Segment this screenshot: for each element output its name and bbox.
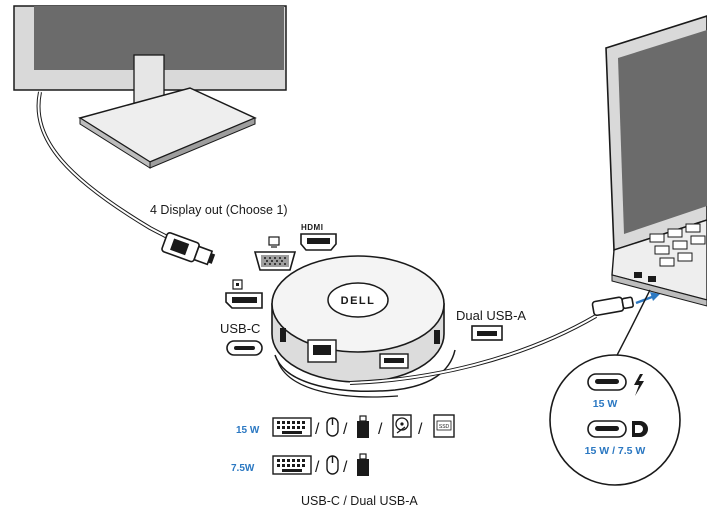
row2-watt-label: 7.5W xyxy=(231,463,255,474)
displayport-port-icon xyxy=(225,279,263,309)
separator: / xyxy=(315,459,320,476)
separator: / xyxy=(315,421,320,438)
dual-usb-a-label: Dual USB-A xyxy=(456,308,526,323)
hdmi-port-icon: HDMI xyxy=(300,223,337,251)
monitor xyxy=(13,5,287,169)
thunderbolt-icon xyxy=(634,374,644,396)
ssd-icon: SSD xyxy=(433,414,455,438)
usb-a-port-icon xyxy=(471,325,503,341)
display-out-label: 4 Display out (Choose 1) xyxy=(150,203,288,217)
separator: / xyxy=(418,421,423,438)
mouse-icon xyxy=(326,455,339,475)
laptop xyxy=(605,15,707,307)
usb-c-dual-usb-a-label: USB-C / Dual USB-A xyxy=(301,494,418,508)
usb-drive-icon xyxy=(357,453,369,476)
vga-port-icon xyxy=(253,236,297,271)
dp-watt-label: 15 W / 7.5 W xyxy=(585,445,646,457)
keyboard-icon xyxy=(272,455,312,475)
usb-c-port-icon xyxy=(226,340,263,356)
separator: / xyxy=(343,459,348,476)
usb-c-plug-icon xyxy=(591,296,634,317)
hdmi-label: HDMI xyxy=(301,223,323,232)
connect-arrow-icon xyxy=(635,295,653,305)
usb-c-label: USB-C xyxy=(220,321,260,336)
separator: / xyxy=(343,421,348,438)
row1-devices: / / / / SSD xyxy=(272,414,455,438)
dell-logo: DELL xyxy=(341,295,376,307)
ssd-text: SSD xyxy=(439,424,450,430)
keyboard-icon xyxy=(272,417,312,437)
mouse-icon xyxy=(326,417,339,437)
dell-hub: DELL xyxy=(271,255,456,398)
hdmi-plug-icon xyxy=(161,232,216,266)
separator: / xyxy=(378,421,383,438)
laptop-port-callout: 15 W 15 W / 7.5 W xyxy=(549,354,681,486)
row2-devices: / / xyxy=(272,453,369,476)
row1-watt-label: 15 W xyxy=(236,425,260,436)
usb-drive-icon xyxy=(357,415,369,438)
hdd-icon xyxy=(392,414,412,438)
tb-watt-label: 15 W xyxy=(593,398,618,410)
displayport-logo-icon xyxy=(632,421,648,437)
